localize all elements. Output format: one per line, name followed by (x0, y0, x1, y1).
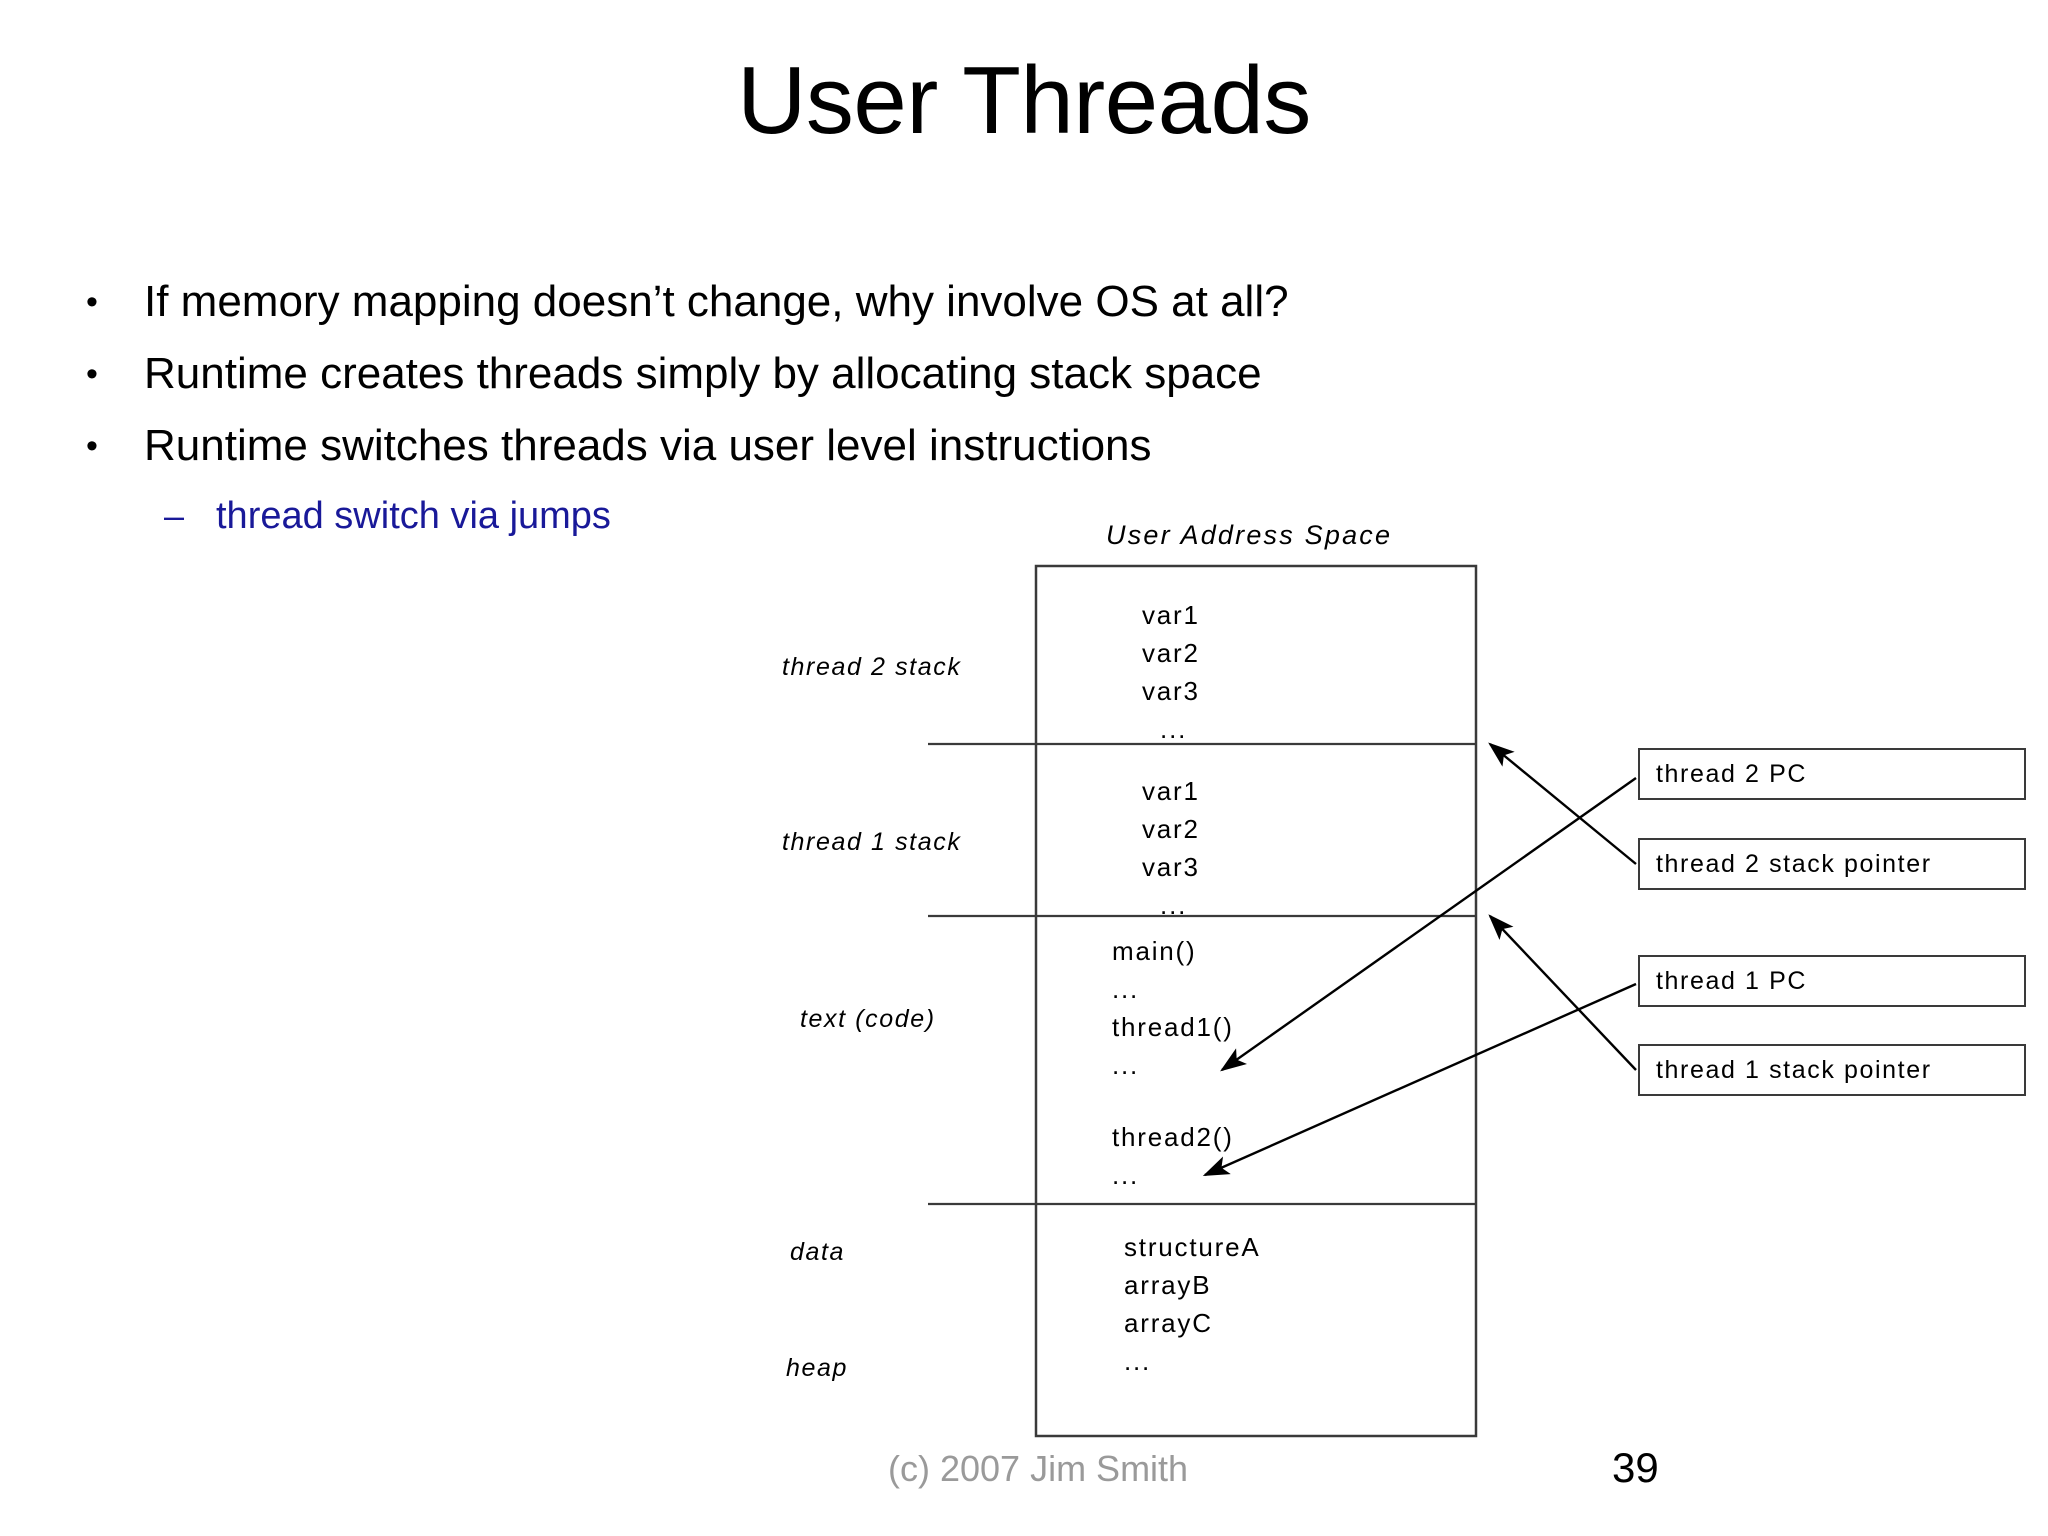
page-title: User Threads (737, 47, 1311, 154)
bullet-text-1: If memory mapping doesn’t change, why in… (144, 277, 1289, 326)
dash-marker-icon: – (164, 495, 185, 536)
bullet-item-2: • Runtime creates threads simply by allo… (78, 348, 1478, 400)
arrow-thread2-pc (1220, 777, 1637, 1072)
register-label-thread-1-stack-pointer: thread 1 stack pointer (1656, 1055, 1932, 1084)
region-label-thread-2-stack: thread 2 stack (782, 653, 962, 681)
region-label-thread-1-stack: thread 1 stack (782, 828, 962, 856)
arrow-thread1-pc (1202, 982, 1637, 1177)
page-number: 39 (1612, 1444, 1659, 1491)
segment-text-code-top-contents: main() ... thread1() ... (1112, 936, 1234, 1080)
region-label-data: data (790, 1238, 846, 1266)
region-label-text-code: text (code) (800, 1005, 936, 1033)
bullet-marker-icon: • (86, 283, 98, 321)
register-label-thread-2-pc: thread 2 PC (1656, 759, 1808, 788)
bullet-item-3: • Runtime switches threads via user leve… (78, 420, 1478, 472)
arrow-thread2-sp (1488, 742, 1637, 865)
bullet-marker-icon: • (86, 355, 98, 393)
address-space-box (1034, 564, 1478, 1438)
bullet-item-1: • If memory mapping doesn’t change, why … (78, 276, 1478, 328)
segment-text-code-bottom-contents: thread2() ... (1112, 1122, 1234, 1190)
arrow-thread1-sp (1488, 914, 1637, 1071)
segment-thread1-stack-contents: var1 var2 var3 ... (1142, 776, 1200, 920)
bullet-text-2: Runtime creates threads simply by alloca… (144, 349, 1262, 398)
bullet-list: • If memory mapping doesn’t change, why … (78, 276, 1478, 540)
segment-data-heap-contents: structureA arrayB arrayC ... (1124, 1232, 1261, 1376)
sub-bullet-text: thread switch via jumps (216, 495, 611, 537)
register-box-thread-2-pc: thread 2 PC (1638, 748, 2026, 800)
register-box-thread-1-stack-pointer: thread 1 stack pointer (1638, 1044, 2026, 1096)
register-label-thread-1-pc: thread 1 PC (1656, 966, 1808, 995)
sub-bullet-item: – thread switch via jumps (164, 492, 1478, 540)
region-label-heap: heap (786, 1354, 849, 1382)
register-box-thread-1-pc: thread 1 PC (1638, 955, 2026, 1007)
register-box-thread-2-stack-pointer: thread 2 stack pointer (1638, 838, 2026, 890)
segment-thread2-stack-contents: var1 var2 var3 ... (1142, 600, 1200, 744)
bullet-marker-icon: • (86, 427, 98, 465)
bullet-text-3: Runtime switches threads via user level … (144, 421, 1152, 470)
footer-credit: (c) 2007 Jim Smith (888, 1448, 1189, 1489)
register-label-thread-2-stack-pointer: thread 2 stack pointer (1656, 849, 1932, 878)
